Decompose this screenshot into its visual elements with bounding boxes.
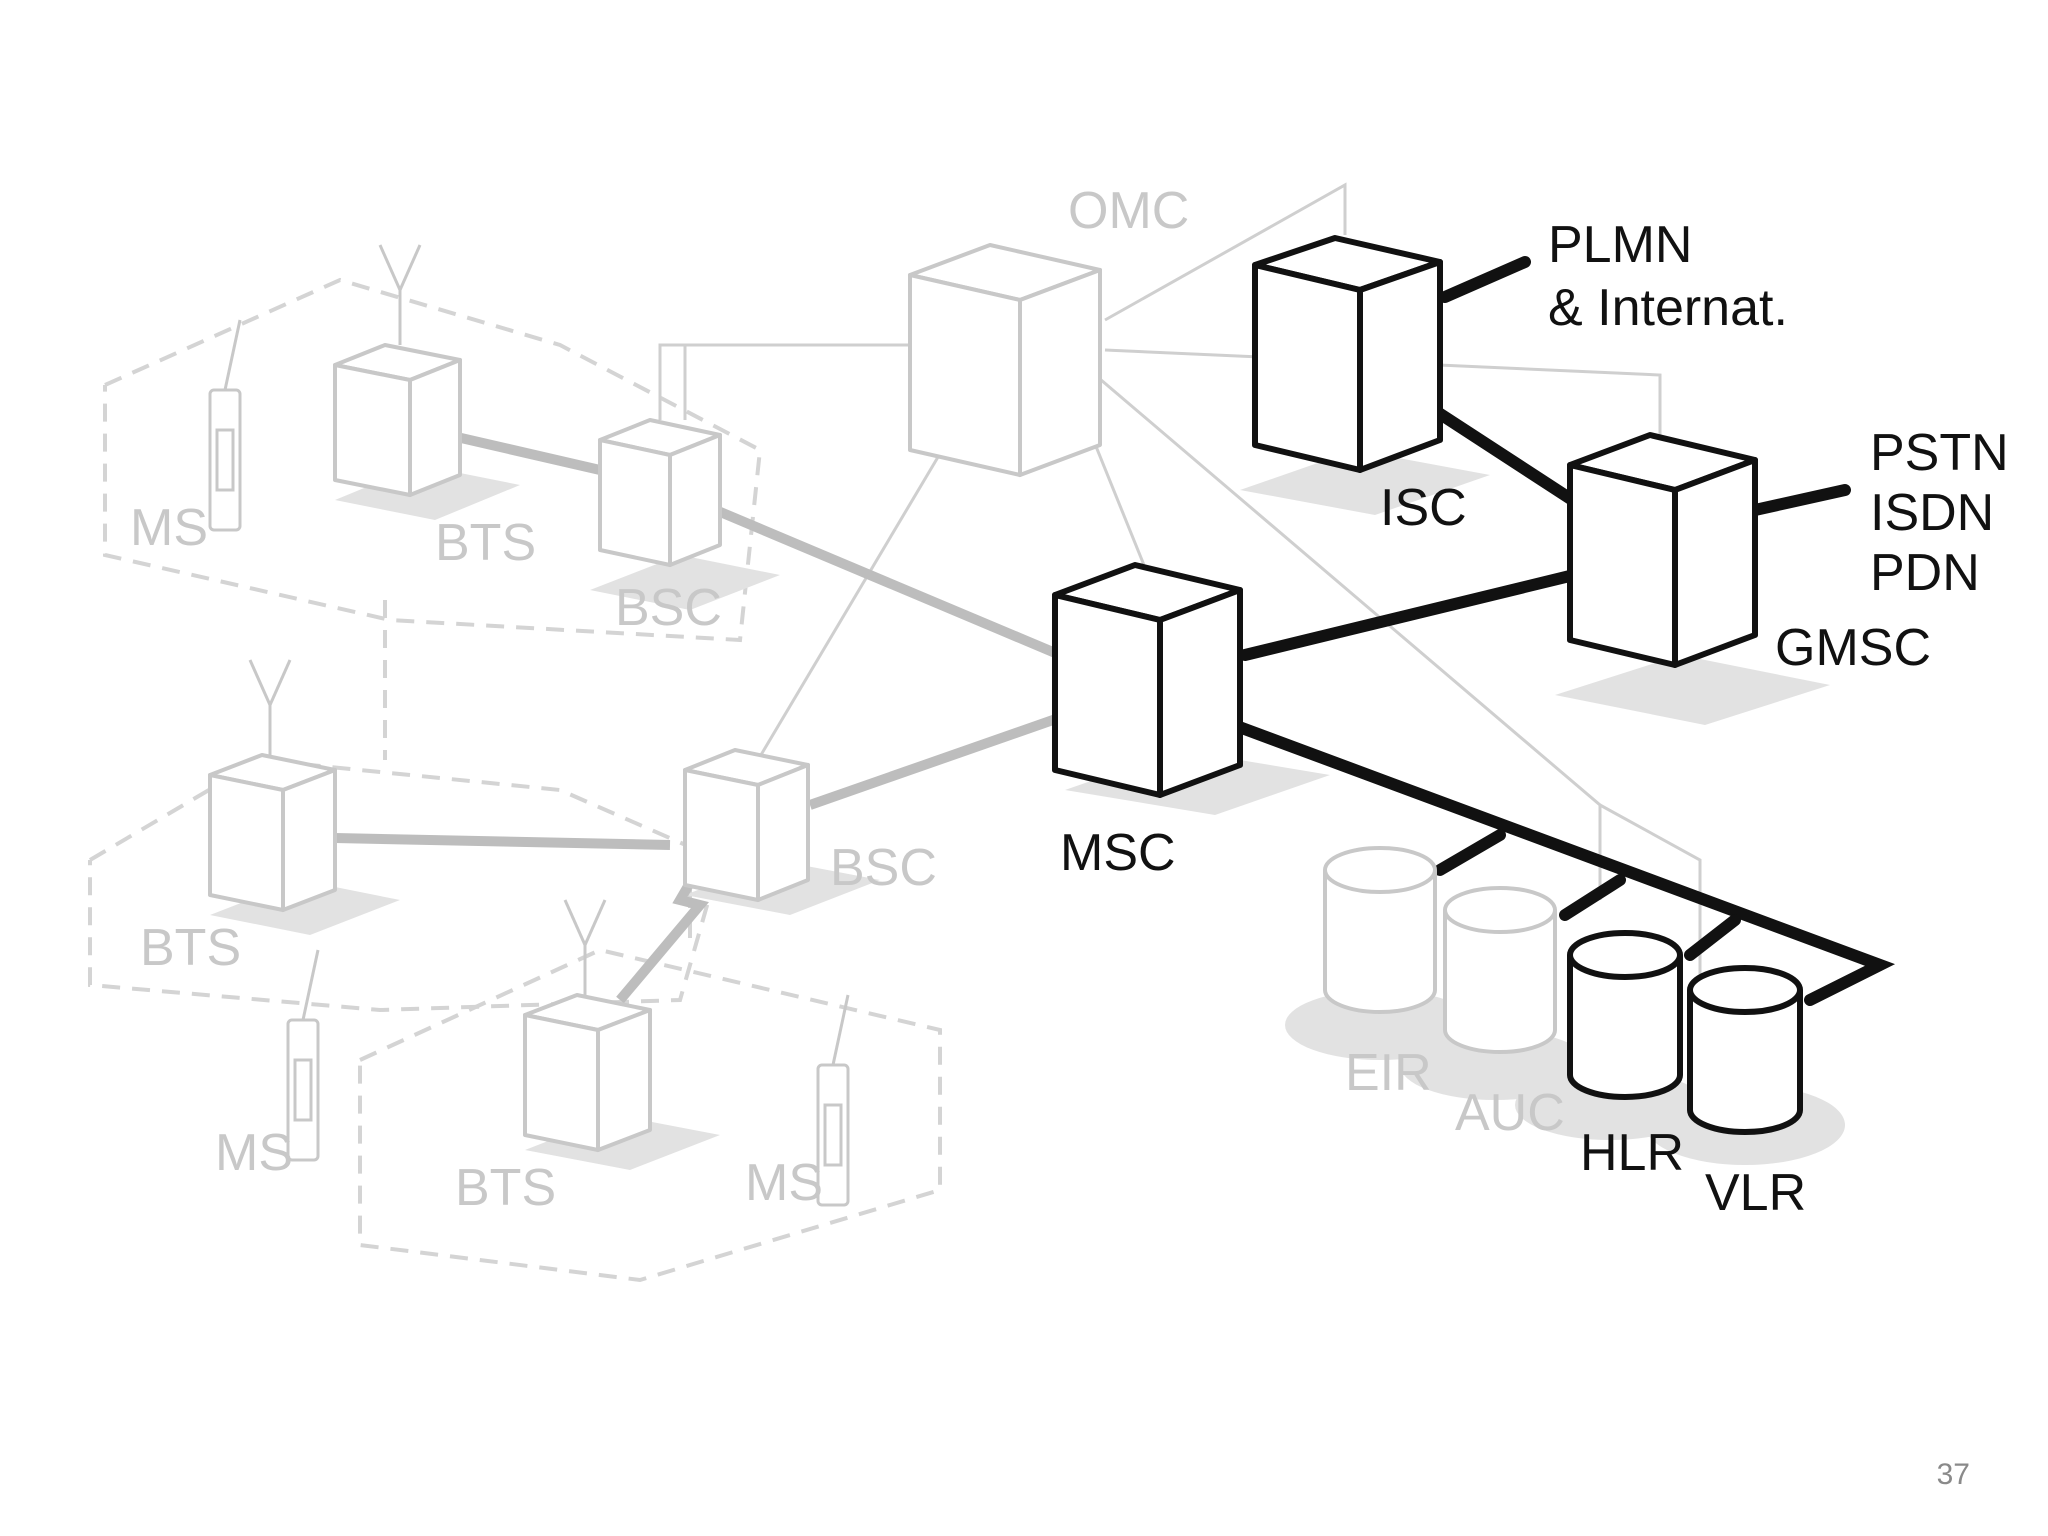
page-number: 37 [1936, 1458, 1970, 1491]
label-pdn: PDN [1870, 544, 1980, 602]
label-msc: MSC [1060, 824, 1176, 882]
vlr-cylinder [1687, 965, 1803, 1135]
link-msc-databases [1174, 699, 1896, 1006]
eir-cylinder [1323, 846, 1437, 1014]
mobile-stations [208, 319, 850, 1207]
link-bts-bsc-mid [334, 833, 671, 850]
antennas [248, 244, 607, 1000]
label-ms-bottom: MS [745, 1154, 823, 1212]
label-eir: EIR [1345, 1044, 1432, 1102]
label-pstn: PSTN [1870, 424, 2009, 482]
label-ms-top: MS [130, 499, 208, 557]
bts-bottom-box [523, 993, 652, 1152]
antenna-bts-mid [248, 659, 292, 760]
faded-nodes [208, 243, 1102, 1152]
label-plmn: PLMN [1548, 216, 1692, 274]
label-gmsc: GMSC [1775, 619, 1931, 677]
ms-phone-bottom [816, 994, 850, 1207]
label-bts-mid: BTS [140, 919, 241, 977]
ms-phone-mid [286, 949, 320, 1162]
bsc-mid-box [683, 748, 810, 902]
isc-box [1252, 235, 1443, 473]
ms-phone-top [208, 319, 242, 532]
label-isc: ISC [1380, 479, 1467, 537]
label-hlr: HLR [1580, 1124, 1684, 1182]
label-bsc-top: BSC [615, 579, 722, 637]
antenna-bts-bottom [563, 899, 607, 1000]
link-isc-plmn [1439, 256, 1531, 303]
link-bts-bsc-top [433, 427, 602, 475]
bts-mid-box [208, 753, 337, 912]
omc-box [908, 243, 1102, 477]
label-bsc-mid: BSC [830, 839, 937, 897]
label-auc: AUC [1455, 1084, 1565, 1142]
label-ms-mid: MS [215, 1124, 293, 1182]
link-msc-gmsc [1239, 559, 1621, 661]
core-links [1174, 256, 1896, 1006]
msc-box [1052, 562, 1243, 798]
label-isdn: ISDN [1870, 484, 1994, 542]
label-bts-top: BTS [435, 514, 536, 572]
link-gmsc-pstn [1749, 484, 1851, 516]
label-vlr: VLR [1705, 1164, 1806, 1222]
label-internat: & Internat. [1548, 279, 1788, 337]
auc-cylinder [1443, 886, 1557, 1054]
core-databases [1567, 930, 1803, 1135]
bts-top-box [333, 343, 462, 497]
link-bsc-msc-top [678, 490, 1062, 660]
bsc-top-box [598, 418, 722, 567]
hlr-cylinder [1567, 930, 1683, 1100]
label-omc: OMC [1068, 182, 1189, 240]
gmsc-box [1567, 432, 1758, 668]
antenna-bts-top [378, 244, 422, 345]
label-bts-bottom: BTS [455, 1159, 556, 1217]
faded-databases [1323, 846, 1557, 1054]
core-nodes [1052, 235, 1758, 798]
labels: OMC MS BTS BSC BSC BTS MS BTS MS EIR AUC… [130, 182, 2009, 1222]
